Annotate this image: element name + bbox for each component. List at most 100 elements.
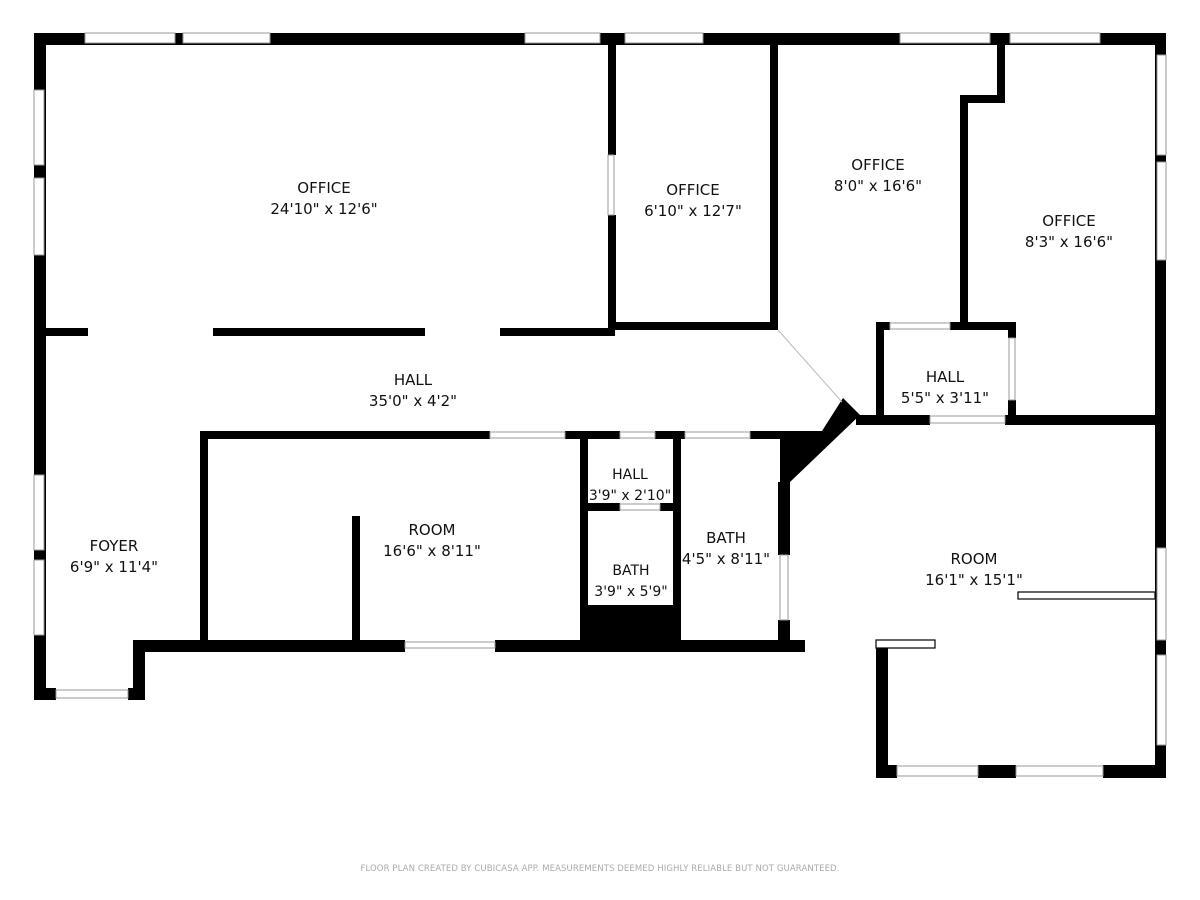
- wall: [500, 328, 615, 336]
- window-or-opening: [33, 89, 45, 166]
- wall: [200, 431, 490, 439]
- room-name: BATH: [706, 529, 746, 547]
- wall: [1155, 33, 1166, 778]
- window-or-opening: [1156, 547, 1167, 641]
- window-or-opening: [524, 32, 601, 44]
- wall: [565, 431, 620, 439]
- room-label-hall-small: HALL 5'5" x 3'11": [901, 367, 989, 409]
- wall: [608, 215, 616, 330]
- wall: [608, 45, 616, 155]
- window-or-opening: [489, 431, 566, 439]
- room-label-office-2: OFFICE 6'10" x 12'7": [644, 180, 742, 222]
- wall: [580, 431, 588, 640]
- room-label-room-1: ROOM 16'6" x 8'11": [383, 520, 481, 562]
- wall: [750, 431, 790, 439]
- window-or-opening: [182, 32, 271, 44]
- window-or-opening: [1156, 161, 1167, 261]
- window-or-opening: [33, 474, 45, 551]
- room-name: OFFICE: [297, 179, 351, 197]
- room-dims: 4'5" x 8'11": [681, 550, 771, 568]
- window-or-opening: [684, 431, 751, 439]
- wall: [960, 95, 1005, 103]
- room-dims: 8'3" x 16'6": [1024, 233, 1114, 251]
- window-or-opening: [899, 32, 991, 44]
- wall: [200, 431, 208, 640]
- wall: [876, 322, 884, 420]
- window-or-opening: [33, 559, 45, 636]
- room-dims: 16'1" x 15'1": [925, 571, 1023, 589]
- wall: [778, 482, 790, 555]
- disclaimer-footer: FLOOR PLAN CREATED BY CUBICASA APP. MEAS…: [360, 864, 840, 874]
- room-dims: 5'5" x 3'11": [900, 389, 990, 407]
- room-dims: 8'0" x 16'6": [833, 177, 923, 195]
- room-name: ROOM: [408, 521, 456, 539]
- room-label-office-3: OFFICE 8'0" x 16'6": [834, 155, 922, 197]
- wall: [770, 45, 778, 330]
- window-or-opening: [896, 765, 979, 777]
- window-or-opening: [607, 154, 615, 216]
- window-or-opening: [33, 177, 45, 256]
- room-name: OFFICE: [851, 156, 905, 174]
- counter: [875, 639, 936, 649]
- room-name: HALL: [925, 368, 965, 386]
- wall: [1008, 322, 1016, 338]
- wall: [950, 322, 1016, 330]
- window-or-opening: [624, 32, 704, 44]
- window-or-opening: [1008, 337, 1016, 401]
- wall: [1005, 415, 1155, 425]
- room-label-office-1: OFFICE 24'10" x 12'6": [270, 178, 377, 220]
- window-or-opening: [929, 415, 1006, 424]
- window-or-opening: [889, 322, 951, 330]
- room-dims: 3'9" x 5'9": [594, 584, 668, 600]
- room-name: FOYER: [89, 537, 139, 555]
- diagonal-door-opening: [777, 329, 843, 403]
- room-dims: 6'9" x 11'4": [69, 558, 159, 576]
- wall: [876, 640, 888, 778]
- wall: [960, 95, 968, 325]
- room-label-foyer: FOYER 6'9" x 11'4": [70, 536, 158, 578]
- wall: [673, 431, 681, 640]
- window-or-opening: [404, 641, 496, 649]
- room-name: HALL: [393, 371, 433, 389]
- window-or-opening: [1015, 765, 1104, 777]
- wall: [133, 640, 145, 700]
- wall: [876, 322, 890, 330]
- wall: [997, 45, 1005, 102]
- wall: [213, 328, 425, 336]
- room-label-bath-2: BATH 4'5" x 8'11": [682, 528, 770, 570]
- room-label-bath-1: BATH 3'9" x 5'9": [594, 561, 667, 603]
- room-dims: 6'10" x 12'7": [644, 202, 742, 220]
- room-dims: 3'9" x 2'10": [588, 488, 672, 504]
- wall: [876, 765, 897, 778]
- wall: [778, 620, 790, 645]
- window-or-opening: [779, 554, 789, 621]
- window-or-opening: [619, 431, 656, 439]
- wall: [588, 503, 620, 511]
- wall: [655, 431, 685, 439]
- room-dims: 24'10" x 12'6": [270, 200, 378, 218]
- room-name: OFFICE: [666, 181, 720, 199]
- room-dims: 16'6" x 8'11": [383, 542, 481, 560]
- wall: [580, 605, 680, 650]
- wall: [660, 503, 673, 511]
- wall: [1103, 765, 1166, 778]
- window-or-opening: [84, 32, 176, 44]
- wall: [978, 765, 1016, 778]
- shelf: [1017, 591, 1156, 600]
- wall: [135, 640, 405, 652]
- wall: [856, 415, 930, 425]
- wall: [1008, 400, 1016, 420]
- window-or-opening: [1156, 654, 1167, 746]
- room-name: OFFICE: [1042, 212, 1096, 230]
- window-or-opening: [1009, 32, 1101, 44]
- walls: [34, 33, 1166, 778]
- window-or-opening: [55, 689, 129, 699]
- wall: [34, 688, 56, 700]
- room-dims: 35'0" x 4'2": [368, 392, 458, 410]
- room-name: BATH: [612, 563, 650, 579]
- wall: [46, 328, 88, 336]
- windows: [33, 32, 1167, 777]
